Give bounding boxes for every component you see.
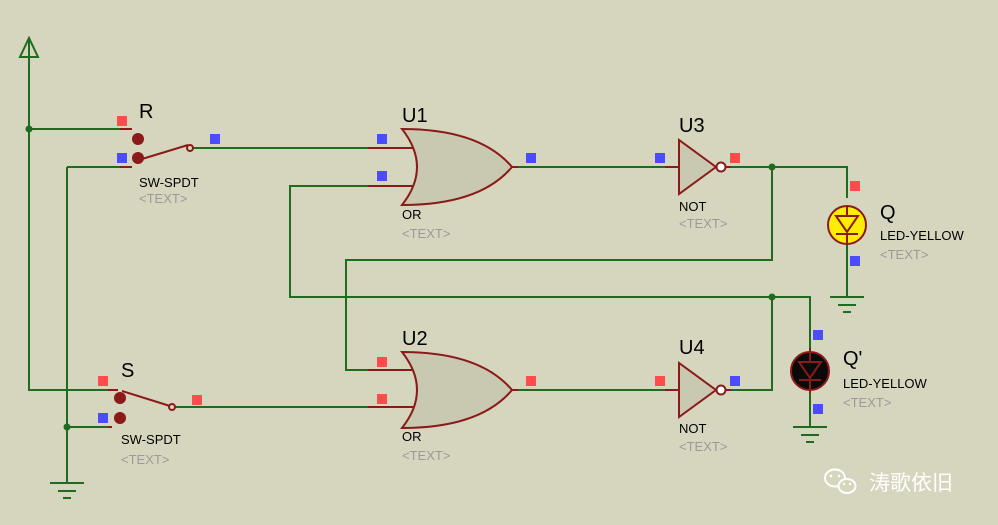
qbar-type: LED-YELLOW [843, 376, 928, 391]
gate-input-lead [368, 369, 417, 408]
not-gate-body [678, 138, 718, 196]
u4-type: NOT [679, 421, 707, 436]
not-gate-u4[interactable]: U4 NOT <TEXT> [665, 337, 731, 454]
ground-symbol-q[interactable] [830, 296, 864, 313]
u3-ref: U3 [679, 115, 705, 137]
switch-s-ref: S [121, 360, 134, 382]
pin-state-high [192, 395, 202, 405]
diode-icon [834, 206, 860, 244]
u3-type: NOT [679, 199, 707, 214]
junction-dot [63, 423, 71, 431]
u2-type: OR [402, 429, 422, 444]
switch-r[interactable]: R SW-SPDT <TEXT> [120, 101, 199, 206]
u4-text: <TEXT> [679, 439, 727, 454]
led-qbar[interactable]: Q' LED-YELLOW <TEXT> [790, 348, 928, 410]
pin-state-high [730, 153, 740, 163]
pin-state-low [730, 376, 740, 386]
gate-input-lead [368, 147, 417, 187]
qbar-output-wire [731, 297, 773, 391]
switch-contact-icon [114, 392, 126, 404]
not-gate-u3[interactable]: U3 NOT <TEXT> [665, 115, 731, 231]
wires [28, 57, 848, 483]
pin-state-low [813, 404, 823, 414]
pin-state-high [850, 181, 860, 191]
pin-state-low [377, 171, 387, 181]
switch-s[interactable]: S SW-SPDT <TEXT> [108, 360, 181, 467]
pin-state-low [526, 153, 536, 163]
switch-r-type: SW-SPDT [139, 175, 199, 190]
u1-text: <TEXT> [402, 226, 450, 241]
pin-state-high [377, 394, 387, 404]
pin-state-low [850, 256, 860, 266]
u1-ref: U1 [402, 105, 428, 127]
junction-dot [25, 125, 33, 133]
pin-state-low [377, 134, 387, 144]
switch-s-type: SW-SPDT [121, 432, 181, 447]
q-type: LED-YELLOW [880, 228, 965, 243]
pin-state-high [377, 357, 387, 367]
pin-state-high [526, 376, 536, 386]
junction-dot [768, 293, 776, 301]
u3-text: <TEXT> [679, 216, 727, 231]
ground-icon [793, 426, 827, 443]
q-ref: Q [880, 202, 896, 224]
power-arrow-icon [18, 35, 40, 58]
switch-blade [141, 144, 189, 160]
q-text: <TEXT> [880, 247, 928, 262]
switch-pivot-icon [168, 403, 176, 411]
switch-lead [120, 128, 132, 168]
pin-state-markers [98, 116, 860, 423]
ground-icon [50, 482, 84, 499]
power-rail-wire [28, 57, 108, 391]
wechat-icon [824, 468, 857, 494]
q-output-wire [731, 166, 848, 198]
inverter-bubble-icon [715, 161, 727, 173]
pin-state-low [98, 413, 108, 423]
qbar-ref: Q' [843, 348, 862, 370]
or-gate-body [399, 127, 514, 207]
pin-state-low [117, 153, 127, 163]
switch-r-ref: R [139, 101, 153, 123]
u2-text: <TEXT> [402, 448, 450, 463]
inverter-bubble-icon [715, 384, 727, 396]
u4-ref: U4 [679, 337, 705, 359]
qbar-feedback-wire [289, 185, 811, 348]
switch-s-text: <TEXT> [121, 452, 169, 467]
pin-state-high [655, 376, 665, 386]
power-terminal[interactable] [18, 35, 40, 58]
switch-pivot-icon [186, 144, 194, 152]
qbar-text: <TEXT> [843, 395, 891, 410]
switch-blade [121, 390, 171, 407]
pin-state-low [813, 330, 823, 340]
q-feedback-wire [345, 167, 773, 371]
ground-symbol-left[interactable] [50, 482, 84, 499]
switch-lead [108, 389, 118, 428]
ground-symbol-qbar[interactable] [793, 426, 827, 443]
watermark-text: 涛歌依旧 [869, 472, 953, 495]
or-gate-body [399, 350, 514, 430]
or-gate-u1[interactable]: U1 OR <TEXT> [368, 105, 518, 241]
pin-state-high [117, 116, 127, 126]
ground-rail-wire [66, 166, 120, 483]
junction-dot [768, 163, 776, 171]
junctions [25, 125, 776, 431]
switch-contact-icon [132, 152, 144, 164]
ground-icon [830, 296, 864, 313]
u1-type: OR [402, 207, 422, 222]
watermark: 涛歌依旧 [824, 468, 953, 495]
u2-ref: U2 [402, 328, 428, 350]
switch-contact-icon [132, 133, 144, 145]
pin-state-low [210, 134, 220, 144]
not-gate-body [678, 361, 718, 419]
or-gate-u2[interactable]: U2 OR <TEXT> [368, 328, 518, 463]
pin-state-low [655, 153, 665, 163]
switch-contact-icon [114, 412, 126, 424]
pin-state-high [98, 376, 108, 386]
switch-r-text: <TEXT> [139, 191, 187, 206]
led-q[interactable]: Q LED-YELLOW <TEXT> [827, 202, 965, 262]
diode-icon [797, 348, 823, 393]
